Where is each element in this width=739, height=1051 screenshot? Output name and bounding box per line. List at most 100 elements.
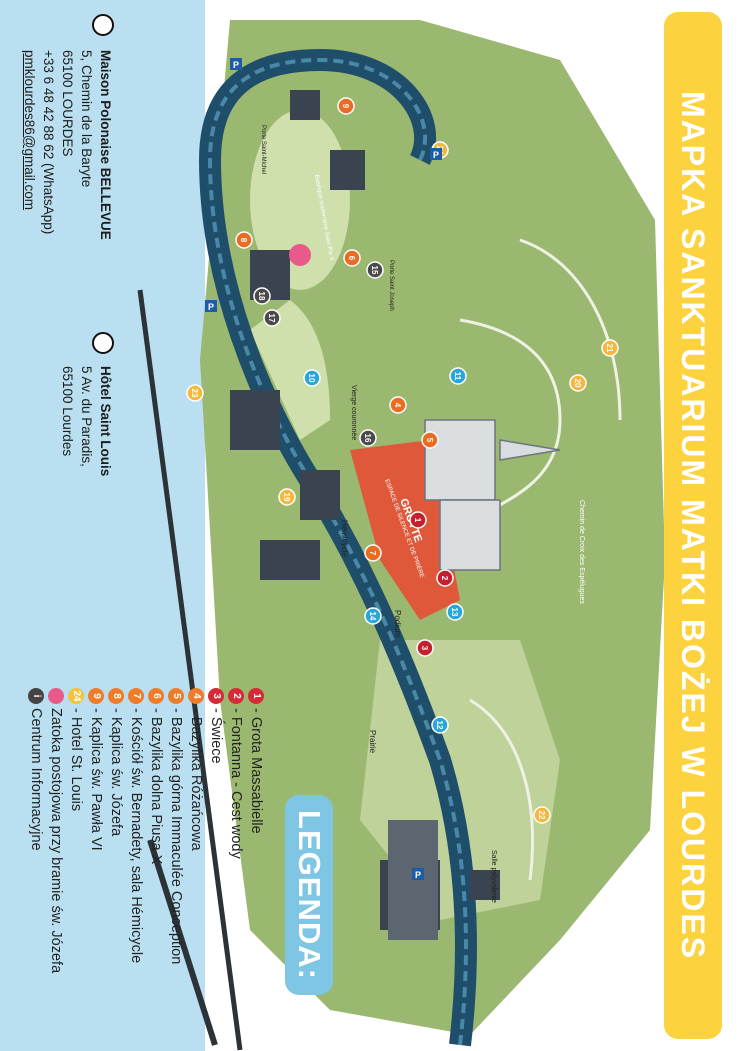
legend-label: - Fontanna - Cest wody	[228, 708, 244, 859]
map-marker-label: 22	[537, 811, 546, 820]
map-marker-21[interactable]: 21	[601, 339, 619, 357]
map-marker-2[interactable]: 2	[436, 569, 454, 587]
map-marker-16[interactable]: 16	[359, 429, 377, 447]
legend-item: Zatoka postojowa przy bramie św. Józefa	[46, 688, 66, 973]
legend-badge: 1	[247, 688, 264, 704]
map-marker-label: 1	[413, 518, 422, 523]
title-banner	[664, 12, 722, 1039]
legend-badge: 3	[207, 688, 224, 704]
legend-badge: i	[27, 688, 44, 704]
legend-label: - Hotel St. Louis	[68, 708, 84, 812]
map-marker-label: 13	[450, 608, 459, 617]
map-marker-label: 11	[453, 372, 462, 381]
map-marker-14[interactable]: 14	[364, 607, 382, 625]
map-marker-label: 14	[368, 612, 377, 621]
map-marker-9[interactable]: 9	[337, 97, 355, 115]
map-path	[519, 238, 622, 421]
hemicycle-label: Hémicycle	[340, 520, 349, 557]
legend-item: 2 - Fontanna - Cest wody	[226, 688, 246, 973]
map-marker-label: 18	[257, 292, 266, 301]
map-marker-6[interactable]: 6	[343, 249, 361, 267]
home-icon	[92, 332, 114, 354]
legend-badge: 7	[127, 688, 144, 704]
map-marker-4[interactable]: 4	[389, 396, 407, 414]
map-path	[469, 698, 534, 881]
podium-label: Podium	[393, 610, 402, 637]
legend-badge	[47, 688, 64, 704]
map-marker-11[interactable]: 11	[449, 367, 467, 385]
legend-badge: 2	[227, 688, 244, 704]
map-path	[459, 318, 562, 522]
legend-item: 24 - Hotel St. Louis	[66, 688, 86, 973]
map-marker-17[interactable]: 17	[263, 309, 281, 327]
page-title: MAPKA SANKTUARIUM MATKI BOŻEJ W LOURDES	[675, 90, 711, 961]
legend-item: 9 - Kaplica św. Pawła VI	[86, 688, 106, 973]
map-marker-19[interactable]: 19	[278, 488, 296, 506]
map-marker-5[interactable]: 5	[421, 431, 439, 449]
map-marker-18[interactable]: 18	[253, 287, 271, 305]
map-marker-label: 4	[393, 403, 402, 408]
prairie-label: Prairie	[368, 730, 377, 754]
map-marker-15[interactable]: 15	[366, 261, 384, 279]
legend-item: iCentrum Informacyjne	[26, 688, 46, 973]
basilica-building	[424, 419, 561, 571]
map-marker-label: 21	[605, 344, 614, 353]
legend-item: 4- Bazylika Różańcowa	[186, 688, 206, 973]
legend-label: Centrum Informacyjne	[28, 708, 44, 851]
map-marker-1[interactable]: 1	[409, 511, 427, 529]
legend-badge: 5	[167, 688, 184, 704]
salle-label: Salle polyvalente	[490, 850, 497, 903]
legend-item: 1 - Grota Massabielle	[246, 688, 266, 973]
parking-label: P	[433, 150, 439, 160]
map-marker-12[interactable]: 12	[431, 716, 449, 734]
legend-label: - Kaplica św. Pawła VI	[88, 708, 104, 851]
map-marker-7[interactable]: 7	[364, 544, 382, 562]
legend-badge: 9	[87, 688, 104, 704]
map-marker-8[interactable]: 8	[235, 231, 253, 249]
map-marker-label: 5	[425, 438, 434, 443]
map-marker-label: 2	[440, 576, 449, 581]
map-marker-label: 15	[370, 266, 379, 275]
legend-label: - Bazylika górna Immaculée Conception	[168, 708, 184, 965]
map-oval-lawn	[250, 110, 350, 290]
legend-label: - Kościół św. Bernadety, sala Hémicycle	[128, 708, 144, 964]
parking-label: P	[233, 60, 239, 70]
map-lawn	[250, 300, 330, 440]
legend-heading: LEGENDA:	[292, 810, 327, 980]
map-marker-label: 8	[239, 238, 248, 243]
map-road	[137, 289, 243, 1051]
legend-label: - Świece	[208, 708, 224, 764]
legend-item: 3 - Świece	[206, 688, 226, 973]
map-marker-23[interactable]: 23	[186, 384, 204, 402]
map-marker-13[interactable]: 13	[446, 603, 464, 621]
map-marker-label: 20	[573, 379, 582, 388]
legend-badge: 24	[67, 688, 84, 704]
legend-label: - Bazylika dolna Piusa X	[148, 708, 164, 865]
parking-signs: P P P P	[205, 58, 442, 880]
home-icon	[92, 14, 114, 36]
chemin-croix-label: Chemin de Croix des Espélugues	[578, 500, 585, 604]
map-marker-label: 23	[190, 389, 199, 398]
map-marker-label: 3	[420, 646, 429, 651]
map-marker-10[interactable]: 10	[303, 369, 321, 387]
map-marker-label: 10	[307, 374, 316, 383]
legend-label: Zatoka postojowa przy bramie św. Józefa	[48, 708, 64, 974]
legend-label: - Bazylika Różańcowa	[188, 708, 204, 851]
map-marker-label: 12	[435, 721, 444, 730]
map-marker-20[interactable]: 20	[569, 374, 587, 392]
parking-label: P	[415, 870, 421, 880]
map-marker-22[interactable]: 22	[533, 806, 551, 824]
legend-item: 5 - Bazylika górna Immaculée Conception	[166, 688, 186, 973]
legend-label: - Grota Massabielle	[248, 708, 264, 834]
gate-pin-icon	[289, 244, 311, 266]
porte-michel-label: Porte Saint-Michel	[260, 125, 266, 174]
map-marker-label: 19	[282, 493, 291, 502]
legend-badge: 6	[147, 688, 164, 704]
legend-banner	[285, 795, 333, 995]
map-marker-3[interactable]: 3	[416, 639, 434, 657]
legend-badge: 8	[107, 688, 124, 704]
parking-label: P	[208, 302, 214, 312]
map-marker-label: 16	[363, 434, 372, 443]
